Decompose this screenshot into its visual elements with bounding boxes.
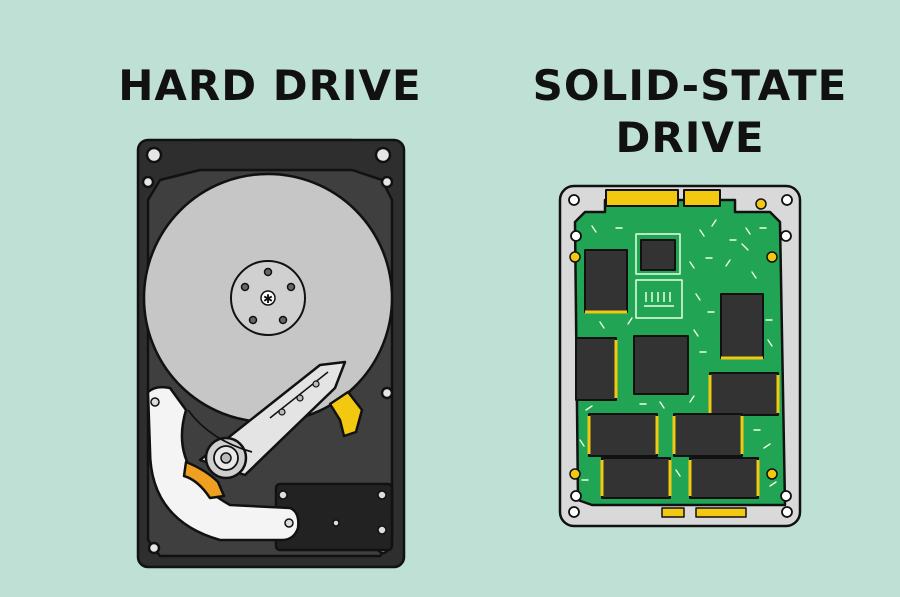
ssd-nand-chip [689, 457, 759, 499]
ssd-controller-pins [644, 292, 674, 307]
ssd-pcb-screw [569, 251, 581, 263]
hard-drive: ✱ [136, 138, 406, 569]
ssd-title-line2: DRIVE [615, 113, 765, 162]
ssd-chip-pins [585, 310, 780, 496]
hdd-mount-hole [374, 146, 392, 164]
ssd-frame-hole [568, 506, 580, 518]
hdd-arm-screw [284, 518, 294, 528]
ssd-frame-hole [570, 490, 582, 502]
ssd-frame-hole [781, 194, 793, 206]
hdd-hub-screw [248, 315, 258, 325]
hdd-arm-screw [150, 397, 160, 407]
ssd-controller-outline [635, 279, 683, 319]
hard-drive-title-text: HARD DRIVE [118, 61, 422, 110]
ssd-nand-chip [720, 293, 764, 359]
hdd-head-ramp [328, 390, 364, 438]
hdd-actuator-arm [146, 385, 300, 542]
hdd-mount-hole [141, 175, 155, 189]
hdd-arm-hole [296, 394, 304, 402]
ssd-bottom-tab [661, 507, 685, 518]
ssd-connector [683, 189, 721, 207]
ssd-connector [605, 189, 679, 207]
ssd-frame-hole [780, 490, 792, 502]
hdd-plate-screw [377, 490, 387, 500]
hdd-arm-hole [312, 380, 320, 388]
solid-state-drive [558, 184, 802, 528]
ssd-frame-hole [781, 506, 793, 518]
ssd-pcb-screw [755, 198, 767, 210]
hdd-spindle-mark: ✱ [263, 292, 273, 306]
ssd-pcb-screw [569, 468, 581, 480]
ssd-pcb-screw [766, 251, 778, 263]
hdd-hub-screw [263, 267, 273, 277]
ssd-cache-chip [640, 239, 676, 271]
hard-drive-title: HARD DRIVE [90, 60, 450, 112]
hdd-actuator-coil [182, 460, 226, 500]
hdd-plate-screw [377, 525, 387, 535]
ssd-frame-hole [568, 194, 580, 206]
hdd-flex-cable [187, 409, 253, 453]
ssd-memory-chips [575, 249, 779, 499]
ssd-nand-chip [584, 249, 628, 313]
hdd-arm-hole [278, 408, 286, 416]
hdd-mount-hole [380, 175, 394, 189]
hdd-mount-hole [380, 386, 394, 400]
hdd-mount-hole [147, 541, 161, 555]
hdd-hub-screw [278, 315, 288, 325]
ssd-nand-chip [575, 337, 617, 401]
hdd-plate-screw [332, 519, 340, 527]
hdd-spindle [260, 290, 276, 306]
ssd-title: SOLID-STATE DRIVE [520, 60, 860, 164]
hdd-mount-hole [145, 146, 163, 164]
hdd-hub-screw [286, 282, 296, 292]
hdd-plate-screw [278, 490, 288, 500]
ssd-pcb-screw [766, 468, 778, 480]
hdd-hub-screw [240, 282, 250, 292]
ssd-cache-outline [635, 233, 681, 275]
ssd-nand-chip [633, 335, 689, 395]
ssd-traces [579, 219, 777, 487]
ssd-nand-chip [588, 413, 658, 457]
ssd-frame-hole [570, 230, 582, 242]
ssd-title-line1: SOLID-STATE [532, 61, 848, 110]
ssd-frame-hole [780, 230, 792, 242]
hdd-pivot-center [220, 452, 232, 464]
ssd-nand-chip [601, 457, 671, 499]
ssd-nand-chip [673, 413, 743, 457]
ssd-nand-chip [709, 372, 779, 416]
ssd-bottom-tab [695, 507, 747, 518]
